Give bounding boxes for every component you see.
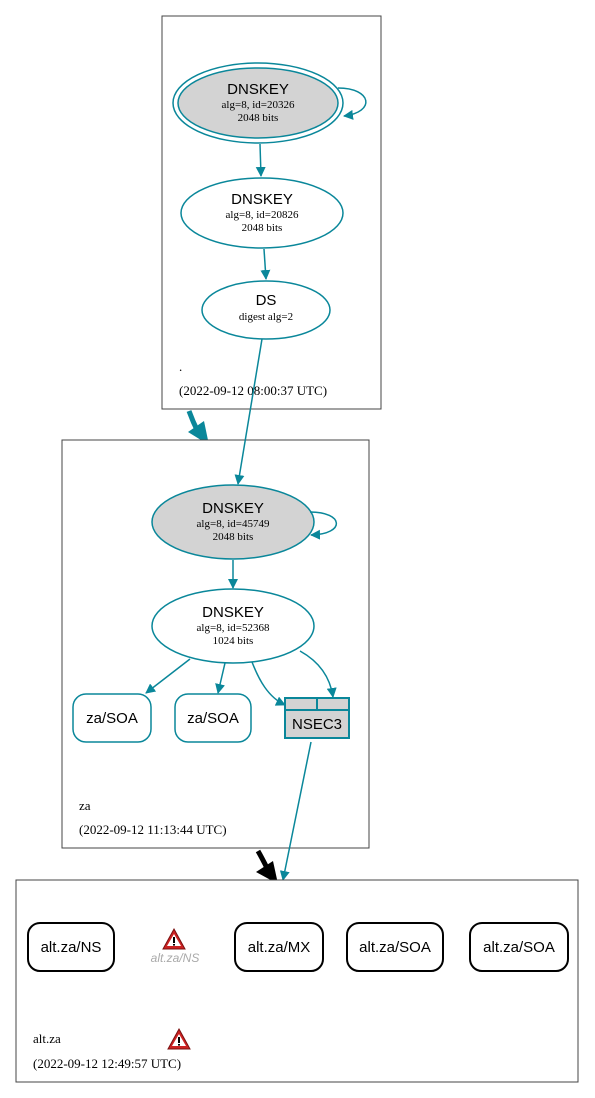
za-zsk-to-nsec3-edge-a bbox=[251, 661, 286, 706]
za-soa-label-1: za/SOA bbox=[86, 710, 138, 727]
altza-soa-label-1: alt.za/SOA bbox=[359, 939, 431, 956]
za-ksk-self-edge bbox=[309, 511, 338, 540]
za-to-altza-delegation-edge bbox=[255, 849, 270, 870]
zone-root-name: . bbox=[179, 359, 182, 374]
za-zsk-title: DNSKEY bbox=[202, 604, 264, 621]
root-zsk-bits: 2048 bits bbox=[242, 222, 283, 234]
root-zsk-alg: alg=8, id=20826 bbox=[226, 209, 299, 221]
za-zsk-to-nsec3-edge-b bbox=[299, 650, 337, 698]
root-ds-title: DS bbox=[256, 292, 277, 309]
zone-altza-timestamp: (2022-09-12 12:49:57 UTC) bbox=[33, 1056, 181, 1071]
altza-soa-node-1[interactable]: alt.za/SOA bbox=[346, 922, 444, 972]
altza-ns-node[interactable]: alt.za/NS bbox=[27, 922, 115, 972]
root-ksk-node[interactable]: DNSKEY alg=8, id=20326 2048 bits bbox=[172, 62, 344, 144]
altza-mx-label: alt.za/MX bbox=[248, 939, 311, 956]
root-ksk-self-edge bbox=[337, 87, 367, 120]
za-zsk-bits: 1024 bits bbox=[213, 635, 254, 647]
za-zsk-to-soa1-edge bbox=[145, 658, 191, 694]
za-ksk-node[interactable]: DNSKEY alg=8, id=45749 2048 bits bbox=[151, 484, 315, 560]
altza-ns-warning-label: alt.za/NS bbox=[151, 951, 200, 965]
zone-altza-name: alt.za bbox=[33, 1031, 61, 1046]
za-zsk-alg: alg=8, id=52368 bbox=[197, 622, 270, 634]
zone-altza-warning-icon[interactable] bbox=[167, 1027, 191, 1050]
root-zsk-to-ds-edge bbox=[260, 248, 271, 280]
root-zsk-title: DNSKEY bbox=[231, 191, 293, 208]
za-soa-label-2: za/SOA bbox=[187, 710, 239, 727]
root-ds-to-za-ksk-edge bbox=[234, 338, 263, 485]
za-nsec3-node[interactable]: NSEC3 bbox=[284, 697, 350, 739]
zone-za-name: za bbox=[79, 798, 91, 813]
zone-za: DNSKEY alg=8, id=45749 2048 bits DNSKEY … bbox=[61, 338, 370, 849]
za-soa-node-2[interactable]: za/SOA bbox=[174, 693, 252, 743]
altza-mx-node[interactable]: alt.za/MX bbox=[234, 922, 324, 972]
zone-za-timestamp: (2022-09-12 11:13:44 UTC) bbox=[79, 822, 227, 837]
za-ksk-title: DNSKEY bbox=[202, 500, 264, 517]
root-ksk-to-zsk-edge bbox=[255, 143, 266, 177]
za-soa-node-1[interactable]: za/SOA bbox=[72, 693, 152, 743]
root-ksk-alg: alg=8, id=20326 bbox=[222, 99, 295, 111]
warning-triangle-icon bbox=[162, 927, 186, 950]
root-ksk-bits: 2048 bits bbox=[238, 112, 279, 124]
root-ksk-title: DNSKEY bbox=[227, 81, 289, 98]
altza-ns-label: alt.za/NS bbox=[41, 939, 102, 956]
zone-altza-box bbox=[15, 879, 579, 1083]
za-ksk-alg: alg=8, id=45749 bbox=[197, 518, 270, 530]
zone-root: DNSKEY alg=8, id=20326 2048 bits DNSKEY … bbox=[161, 15, 382, 410]
root-ds-node[interactable]: DS digest alg=2 bbox=[201, 280, 331, 340]
zone-altza: alt.za/NS alt.za/NS alt.za/MX alt.za/SOA… bbox=[15, 879, 579, 1083]
altza-soa-label-2: alt.za/SOA bbox=[483, 939, 555, 956]
root-to-za-delegation-arrowhead bbox=[188, 421, 209, 445]
altza-ns-warning[interactable]: alt.za/NS bbox=[151, 927, 200, 965]
za-zsk-to-soa2-edge bbox=[215, 662, 226, 694]
za-nsec3-label: NSEC3 bbox=[292, 716, 342, 733]
root-zsk-node[interactable]: DNSKEY alg=8, id=20826 2048 bits bbox=[180, 177, 344, 249]
za-to-altza-delegation-arrowhead bbox=[256, 861, 278, 884]
altza-soa-node-2[interactable]: alt.za/SOA bbox=[469, 922, 569, 972]
za-zsk-node[interactable]: DNSKEY alg=8, id=52368 1024 bits bbox=[151, 588, 315, 664]
za-nsec3-to-altza-edge bbox=[279, 741, 312, 881]
za-ksk-bits: 2048 bits bbox=[213, 531, 254, 543]
root-ds-digest: digest alg=2 bbox=[239, 311, 293, 323]
